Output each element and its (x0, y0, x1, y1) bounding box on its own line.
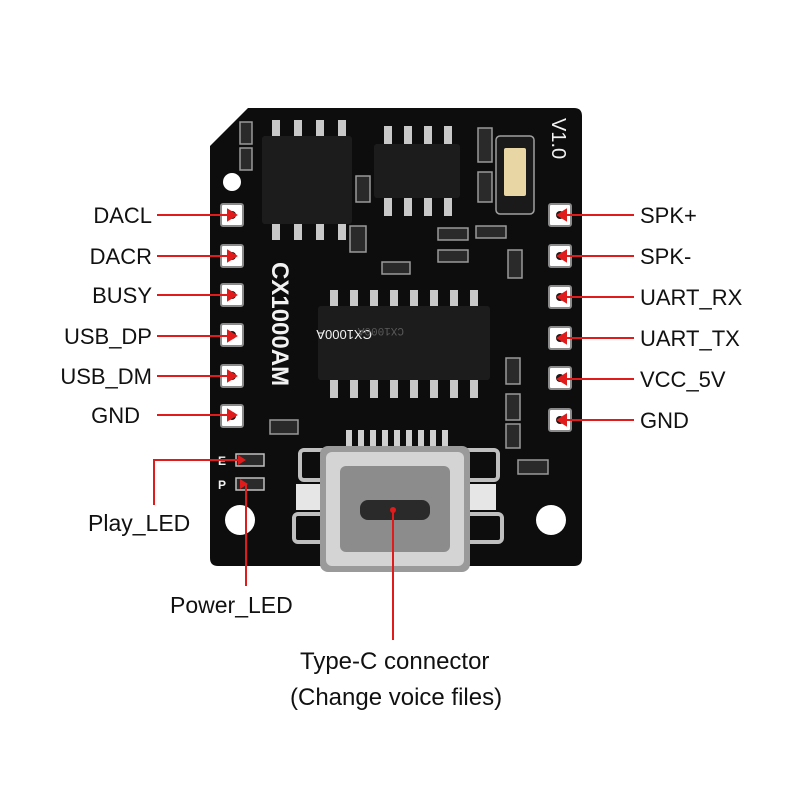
mounting-hole-bottom-left (225, 505, 255, 535)
mounting-hole-bottom-right (536, 505, 566, 535)
soic8-chip-left (262, 120, 352, 240)
crystal-top (504, 148, 526, 196)
pin-label-busy: BUSY (92, 283, 152, 308)
pin-label-dacl: DACL (93, 203, 152, 228)
play-led-leader (153, 459, 240, 505)
pin-label-vcc-5v: VCC_5V (640, 367, 726, 392)
pin-label-spk-minus: SPK- (640, 244, 692, 269)
board-version: V1.0 (547, 118, 569, 159)
leader-lines-right (556, 208, 634, 427)
pin-label-usb-dp: USB_DP (63, 324, 152, 349)
pin-label-uart-tx: UART_TX (640, 326, 740, 351)
pin-label-gnd-right: GND (640, 408, 689, 433)
mounting-hole-top-left (223, 173, 241, 191)
chip-marking: CX1000A (316, 327, 372, 342)
callout-power-led: Power_LED (170, 592, 293, 618)
pin-label-usb-dm: USB_DM (60, 364, 152, 389)
chip-marking-2: CX1000A (357, 324, 404, 336)
callout-play-led: Play_LED (88, 510, 191, 536)
pin-label-gnd-left: GND (91, 403, 140, 428)
pin-label-dacr: DACR (89, 244, 152, 269)
soic8-chip-right (374, 126, 460, 216)
callout-typec: Type-C connector (300, 648, 490, 675)
callout-typec-note: (Change voice files) (290, 684, 503, 711)
board-name: CX1000AM (266, 262, 293, 386)
smd-components (239, 121, 549, 475)
main-chip (318, 290, 490, 398)
pin-label-spk-plus: SPK+ (640, 203, 697, 228)
pin-label-uart-rx: UART_RX (640, 285, 743, 310)
silk-p: P (218, 478, 226, 492)
leader-lines-left (157, 208, 238, 422)
